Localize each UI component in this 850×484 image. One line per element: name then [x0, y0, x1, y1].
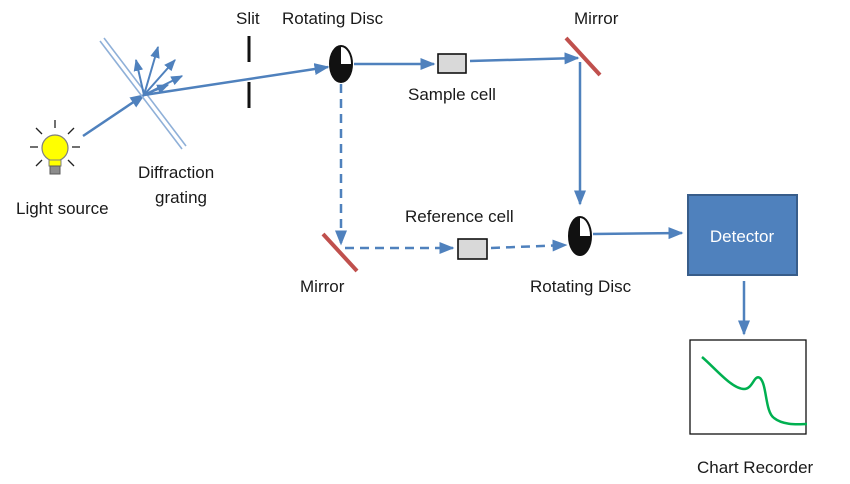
- beam-grating-to-disc: [143, 63, 330, 97]
- reference-cell-label: Reference cell: [405, 207, 514, 226]
- detector-label: Detector: [710, 227, 775, 246]
- rotating-disc-icon: [568, 216, 592, 256]
- reference-cell: [457, 238, 488, 260]
- slit-label: Slit: [236, 9, 260, 28]
- mirror-top-label: Mirror: [574, 9, 619, 28]
- mirror-top: [564, 36, 602, 77]
- sample-cell: [437, 53, 467, 74]
- beam-reference-to-disc: [490, 239, 568, 252]
- rotating-disc-icon: [329, 45, 353, 83]
- diffraction-grating-icon: [99, 37, 187, 150]
- diffraction-grating-label-line1: Diffraction: [138, 163, 214, 182]
- mirror-bottom: [321, 232, 359, 273]
- sample-cell-label: Sample cell: [408, 85, 496, 104]
- mirror-bottom-label: Mirror: [300, 277, 345, 296]
- beam-sample-to-mirror: [469, 52, 580, 65]
- beam-source-to-grating: [82, 93, 146, 138]
- diffraction-grating-label-line2: grating: [155, 188, 207, 207]
- rotating-disc-top-label: Rotating Disc: [282, 9, 384, 28]
- light-source-label: Light source: [16, 199, 109, 218]
- chart-recorder-trace: [701, 356, 808, 426]
- beam-disc-to-detector: [592, 227, 684, 240]
- chart-recorder-label: Chart Recorder: [697, 458, 814, 477]
- light-bulb-icon: [30, 120, 80, 175]
- detector-box: [687, 194, 798, 276]
- rotating-disc-bottom-label: Rotating Disc: [530, 277, 632, 296]
